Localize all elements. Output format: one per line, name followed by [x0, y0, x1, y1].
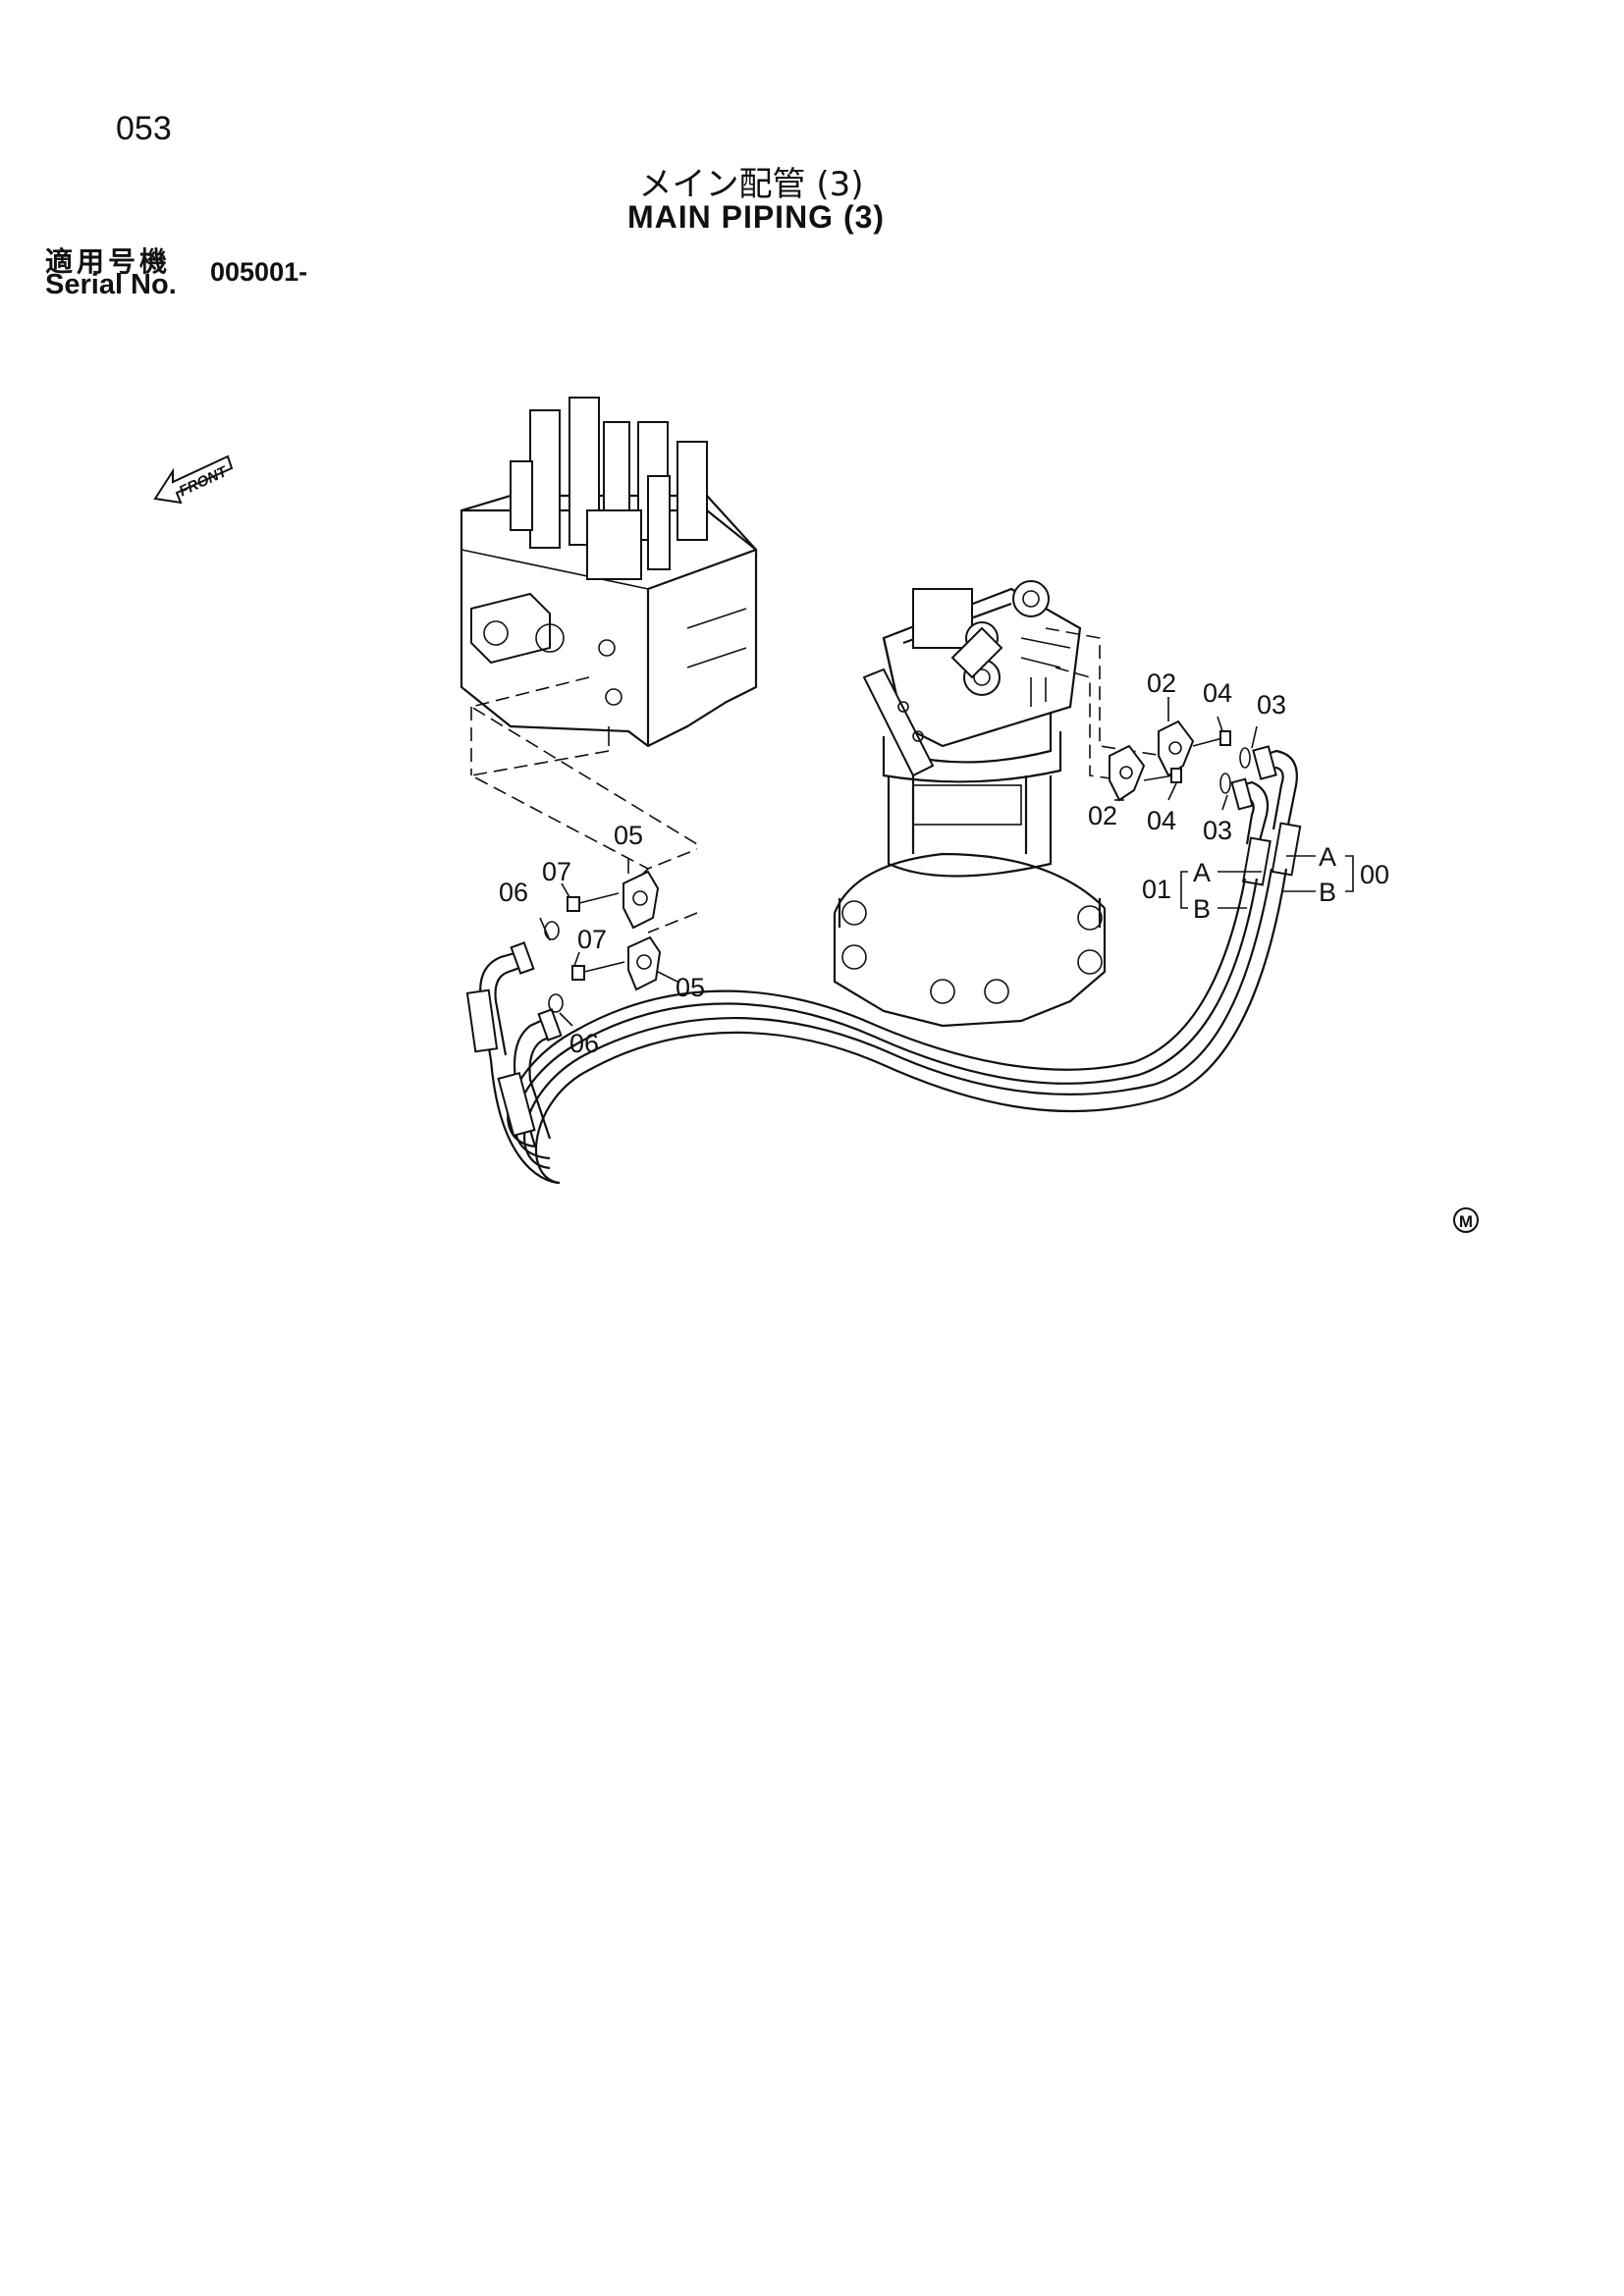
- front-arrow-icon: FRONT: [153, 454, 234, 505]
- split-flange-02-lower: [1109, 744, 1146, 802]
- callout-03-lower: 03: [1203, 816, 1232, 845]
- page-title: MAIN PIPING (3): [626, 199, 886, 235]
- circled-m-mark: M: [1453, 1207, 1479, 1233]
- callout-03-upper: 03: [1257, 690, 1286, 720]
- control-valve-illustration: [460, 397, 758, 748]
- callout-hose-b-right: B: [1319, 878, 1336, 907]
- callout-hose-a-right: A: [1319, 842, 1336, 872]
- callout-hose-a-left: A: [1193, 858, 1211, 887]
- page-number: 053: [116, 110, 172, 147]
- callout-07-upper: 07: [542, 857, 571, 886]
- split-flange-05-lower: [627, 935, 662, 991]
- callout-05-upper: 05: [614, 821, 643, 850]
- bolt-07-lower: [571, 961, 625, 981]
- callout-02-lower: 02: [1088, 801, 1117, 830]
- bolt-04-upper: [1192, 730, 1231, 747]
- serial-number-value: 005001-: [210, 257, 308, 287]
- callout-07-lower: 07: [577, 925, 607, 954]
- serial-label-japanese: 適用号機: [45, 245, 172, 278]
- o-ring-06-upper: [544, 921, 560, 940]
- callout-hose-b-left: B: [1193, 894, 1211, 924]
- swing-motor-illustration: [833, 580, 1107, 1028]
- bolt-07-upper: [567, 892, 620, 912]
- callout-06-upper: 06: [499, 878, 528, 907]
- split-flange-02-upper: [1158, 720, 1195, 777]
- o-ring-03-lower: [1219, 773, 1231, 794]
- callout-06-lower: 06: [569, 1029, 599, 1058]
- hose-assembly-illustration: [465, 745, 1302, 1185]
- callout-01: 01: [1142, 875, 1171, 904]
- callout-02-upper: 02: [1147, 668, 1176, 698]
- split-flange-05-upper: [623, 870, 660, 930]
- circled-m-letter: M: [1459, 1212, 1473, 1231]
- callout-05-lower: 05: [676, 973, 705, 1002]
- o-ring-03-upper: [1239, 747, 1251, 769]
- page-title-japanese: メイン配管 (3): [638, 165, 864, 204]
- bolt-04-lower: [1143, 768, 1182, 783]
- callout-00: 00: [1360, 860, 1389, 889]
- o-ring-06-lower: [548, 993, 564, 1013]
- callout-04-upper: 04: [1203, 678, 1232, 708]
- callout-04-lower: 04: [1147, 806, 1176, 835]
- serial-label: Serial No.: [45, 269, 177, 300]
